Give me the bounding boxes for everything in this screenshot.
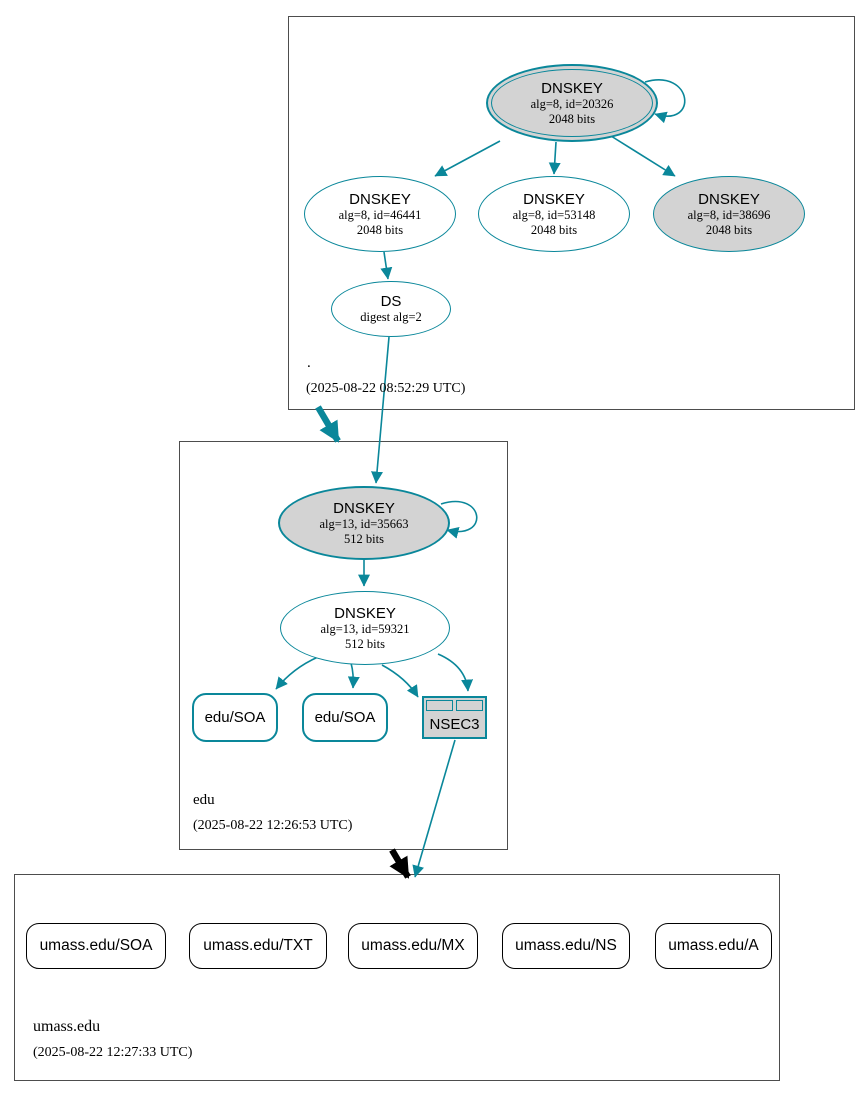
zone-name-root: . xyxy=(307,355,311,371)
rrset-label: umass.edu/TXT xyxy=(203,937,313,954)
node-title: DNSKEY xyxy=(541,79,603,97)
zone-timestamp-edu: (2025-08-22 12:26:53 UTC) xyxy=(193,818,353,833)
node-root-ds[interactable]: DS digest alg=2 xyxy=(331,281,451,337)
node-root-dnskey-53148[interactable]: DNSKEY alg=8, id=53148 2048 bits xyxy=(478,176,630,252)
node-umass-edu-a[interactable]: umass.edu/A xyxy=(655,923,772,969)
node-title: DNSKEY xyxy=(334,604,396,622)
node-edu-ksk-dnskey-35663[interactable]: DNSKEY alg=13, id=35663 512 bits xyxy=(278,486,450,560)
rrset-label: umass.edu/SOA xyxy=(39,937,153,954)
nsec3-cell-right xyxy=(456,700,483,711)
edge-delegation-root-to-edu xyxy=(315,405,341,443)
node-umass-edu-ns[interactable]: umass.edu/NS xyxy=(502,923,630,969)
node-umass-edu-txt[interactable]: umass.edu/TXT xyxy=(189,923,327,969)
node-title: DS xyxy=(380,293,402,310)
node-edu-zsk-dnskey-59321[interactable]: DNSKEY alg=13, id=59321 512 bits xyxy=(280,591,450,665)
node-alg-id: alg=8, id=20326 xyxy=(530,96,614,111)
node-bits: 2048 bits xyxy=(705,222,753,237)
zone-timestamp-umass-edu: (2025-08-22 12:27:33 UTC) xyxy=(33,1045,193,1060)
node-bits: 2048 bits xyxy=(356,222,404,237)
node-title: DNSKEY xyxy=(333,499,395,517)
node-alg-id: alg=8, id=38696 xyxy=(687,207,771,222)
node-root-dnskey-38696[interactable]: DNSKEY alg=8, id=38696 2048 bits xyxy=(653,176,805,252)
node-bits: 2048 bits xyxy=(548,111,596,126)
rrset-label: umass.edu/NS xyxy=(515,937,617,954)
node-alg-id: alg=13, id=59321 xyxy=(320,621,410,636)
nsec3-label: NSEC3 xyxy=(429,715,480,733)
node-alg-id: alg=13, id=35663 xyxy=(319,516,409,531)
node-umass-edu-soa[interactable]: umass.edu/SOA xyxy=(26,923,166,969)
node-bits: 2048 bits xyxy=(530,222,578,237)
rrset-label: edu/SOA xyxy=(314,709,376,726)
node-digest-alg: digest alg=2 xyxy=(360,310,422,324)
node-title: DNSKEY xyxy=(349,190,411,208)
rrset-label: umass.edu/MX xyxy=(361,937,465,954)
zone-box-umass-edu xyxy=(14,874,780,1081)
node-title: DNSKEY xyxy=(523,190,585,208)
node-title: DNSKEY xyxy=(698,190,760,208)
node-umass-edu-mx[interactable]: umass.edu/MX xyxy=(348,923,478,969)
node-edu-nsec3[interactable]: NSEC3 xyxy=(422,696,487,739)
node-alg-id: alg=8, id=46441 xyxy=(338,207,422,222)
node-root-ksk-dnskey-20326[interactable]: DNSKEY alg=8, id=20326 2048 bits xyxy=(486,64,658,142)
nsec3-cell-left xyxy=(426,700,453,711)
zone-name-edu: edu xyxy=(193,792,215,808)
node-bits: 512 bits xyxy=(344,531,384,546)
rrset-label: umass.edu/A xyxy=(668,937,759,954)
nsec3-header-cells xyxy=(426,700,483,711)
rrset-label: edu/SOA xyxy=(204,709,266,726)
node-alg-id: alg=8, id=53148 xyxy=(512,207,596,222)
zone-timestamp-root: (2025-08-22 08:52:29 UTC) xyxy=(306,381,466,396)
node-bits: 512 bits xyxy=(345,636,385,651)
zone-name-umass-edu: umass.edu xyxy=(33,1018,101,1035)
node-edu-soa-2[interactable]: edu/SOA xyxy=(302,693,388,742)
node-root-dnskey-46441[interactable]: DNSKEY alg=8, id=46441 2048 bits xyxy=(304,176,456,252)
edge-delegation-edu-to-umass xyxy=(389,848,411,879)
node-edu-soa-1[interactable]: edu/SOA xyxy=(192,693,278,742)
